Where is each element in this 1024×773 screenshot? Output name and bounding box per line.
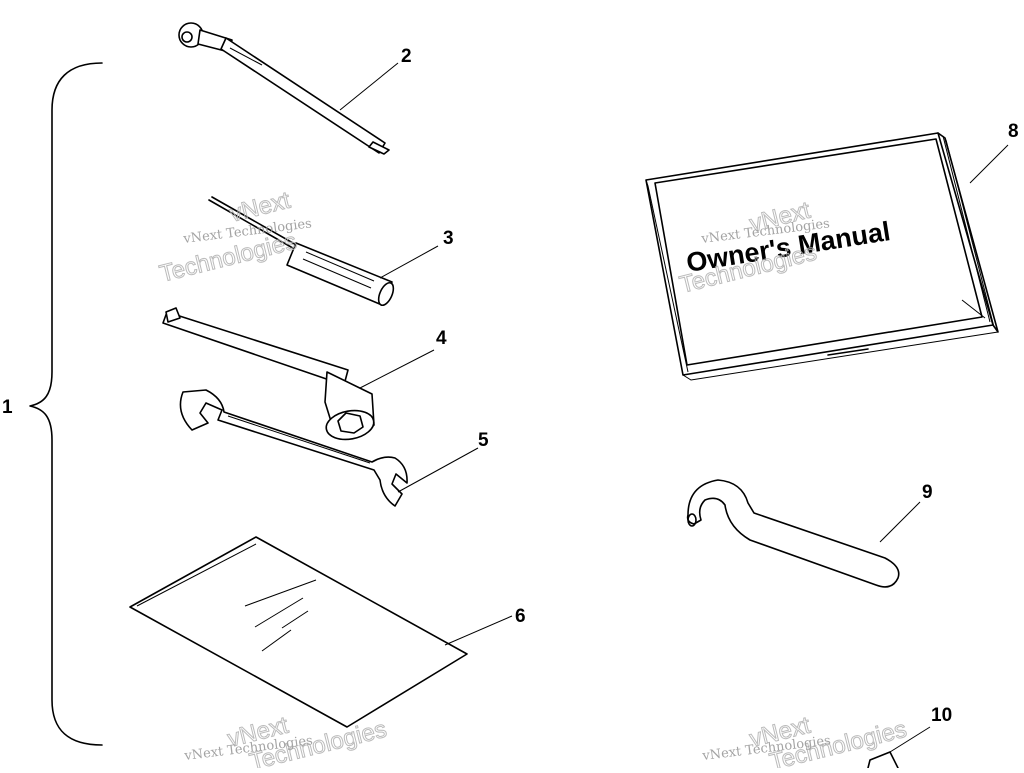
watermark-left-top: vNext Technologies vNext Technologies [156, 186, 312, 288]
spark-plug-wrench [162, 307, 375, 441]
callout-2: 2 [401, 46, 412, 67]
watermark-right-bottom: vNext Technologies vNext Technologies [701, 711, 910, 773]
leader-10 [889, 726, 931, 753]
item-10-partial [867, 751, 899, 769]
callout-1: 1 [2, 397, 13, 418]
leader-8 [969, 144, 1009, 184]
group-bracket [29, 62, 103, 746]
callout-9: 9 [922, 482, 933, 503]
callout-6: 6 [515, 606, 526, 627]
callout-8: 8 [1008, 121, 1019, 142]
leader-5 [397, 447, 479, 493]
combination-wrench [179, 389, 408, 507]
leader-2 [339, 62, 399, 111]
tire-pressure-gauge [178, 22, 390, 155]
leader-3 [379, 245, 439, 279]
tool-bag [129, 536, 468, 728]
callout-3: 3 [443, 228, 454, 249]
callout-10: 10 [931, 705, 952, 726]
callout-4: 4 [436, 328, 447, 349]
leader-6 [444, 615, 513, 646]
leader-9 [879, 501, 921, 543]
leader-4 [359, 349, 435, 389]
owners-manual: Owner's Manual [645, 132, 999, 381]
callout-5: 5 [478, 430, 489, 451]
spanner-wrench [686, 479, 900, 588]
screwdriver [208, 196, 395, 307]
